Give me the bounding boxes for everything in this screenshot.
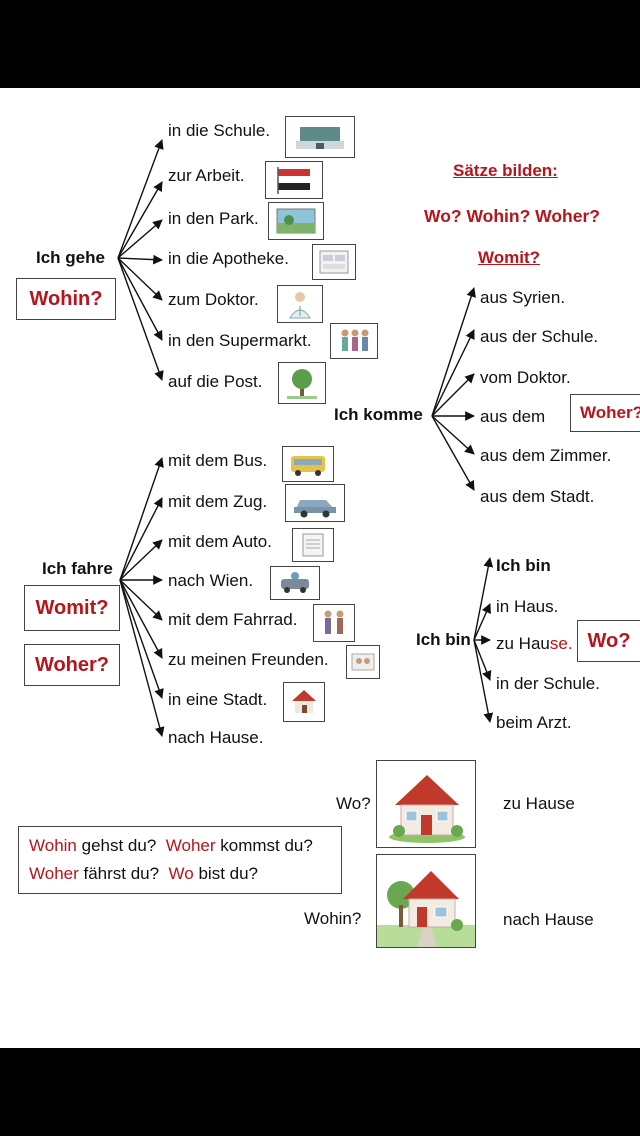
house-icon-zu-hause [376, 760, 476, 848]
gehe-item-5: zum Doktor. [168, 290, 259, 309]
qa-rest-1: gehst du? [76, 836, 157, 855]
bin-item-2-highlight: se. [549, 634, 573, 653]
house-answer-zu-hause: zu Hause [503, 794, 575, 813]
question-box-wo: Wo? [577, 620, 640, 662]
qa-w-3: Woher [29, 864, 79, 883]
question-box-womit: Womit? [24, 585, 120, 631]
fahre-item-7: in eine Stadt. [168, 690, 268, 709]
house-answer-nach-hause: nach Hause [503, 910, 594, 929]
document-icon [292, 528, 334, 562]
qa-rest-2: kommst du? [215, 836, 313, 855]
gehe-item-2: zur Arbeit. [168, 166, 245, 185]
komme-item-6: aus dem Stadt. [480, 487, 595, 506]
tree-icon [278, 362, 326, 404]
komme-item-2: aus der Schule. [480, 327, 599, 346]
fahre-item-3: mit dem Auto. [168, 532, 272, 551]
bin-item-1: in Haus. [496, 597, 559, 616]
qa-w-2: Woher [165, 836, 216, 855]
qa-w-4: Wo [168, 864, 194, 883]
gehe-item-6: in den Supermarkt. [168, 331, 312, 350]
question-box-woher-fahre: Woher? [24, 644, 120, 686]
qa-rest-3: fährst du? [78, 864, 160, 883]
bin-item-2-part: zu Hau [496, 634, 550, 653]
question-box-wohin: Wohin? [16, 278, 116, 320]
header-questions: Wo? Wohin? Woher? [424, 206, 600, 226]
house-icon-nach-hause [376, 854, 476, 948]
qa-rest-4: bist du? [193, 864, 259, 883]
qa-w-1: Wohin [29, 836, 77, 855]
fahre-item-1: mit dem Bus. [168, 451, 268, 470]
fahre-item-8: nach Hause. [168, 728, 264, 747]
qa-row-2: Woher fährst du? Wo bist du? [29, 864, 258, 884]
qa-row-1: Wohin gehst du? Woher kommst du? [29, 836, 313, 856]
car-icon [285, 484, 345, 522]
house-icon-small [283, 682, 325, 722]
gehe-item-7: auf die Post. [168, 372, 263, 391]
komme-item-4: aus dem [480, 407, 546, 426]
ich-bin-top: Ich bin [496, 556, 551, 575]
fahre-item-5: mit dem Fahrrad. [168, 610, 298, 629]
header-womit: Womit? [478, 248, 541, 267]
vehicle-icon [270, 566, 320, 600]
worksheet: Ich gehe Wohin? in die Schule. zur Arbei… [0, 88, 640, 1048]
flag-icon [265, 161, 323, 199]
gehe-item-1: in die Schule. [168, 121, 271, 140]
question-box-summary: Wohin gehst du? Woher kommst du? Woher f… [18, 826, 342, 894]
bin-item-3: in der Schule. [496, 674, 600, 693]
pharmacy-icon [312, 244, 356, 280]
fahre-item-6: zu meinen Freunden. [168, 650, 329, 669]
school-icon [285, 116, 355, 158]
gehe-item-4: in die Apotheke. [168, 249, 289, 268]
subject-ich-gehe: Ich gehe [36, 248, 105, 267]
park-icon [268, 202, 324, 240]
question-box-woher-komme: Woher? [570, 394, 640, 432]
komme-item-3: vom Doktor. [480, 368, 571, 387]
connector-arrows [117, 139, 494, 737]
shoppers-icon [330, 323, 378, 359]
friends-icon [346, 645, 380, 679]
komme-item-5: aus dem Zimmer. [480, 446, 612, 465]
subject-ich-bin: Ich bin [416, 630, 471, 649]
komme-item-1: aus Syrien. [480, 288, 566, 307]
subject-ich-fahre: Ich fahre [42, 559, 113, 578]
header-saetze-bilden: Sätze bilden: [453, 161, 558, 180]
bin-item-2: zu Hause. [496, 634, 573, 654]
fahre-item-2: mit dem Zug. [168, 492, 268, 511]
doctor-icon [277, 285, 323, 323]
bus-icon [282, 446, 334, 482]
gehe-item-3: in den Park. [168, 209, 259, 228]
house-label-wo: Wo? [336, 794, 371, 813]
people-icon [313, 604, 355, 642]
bin-item-4: beim Arzt. [496, 713, 572, 732]
subject-ich-komme: Ich komme [334, 405, 423, 424]
fahre-item-4: nach Wien. [168, 571, 254, 590]
house-label-wohin: Wohin? [304, 909, 362, 928]
